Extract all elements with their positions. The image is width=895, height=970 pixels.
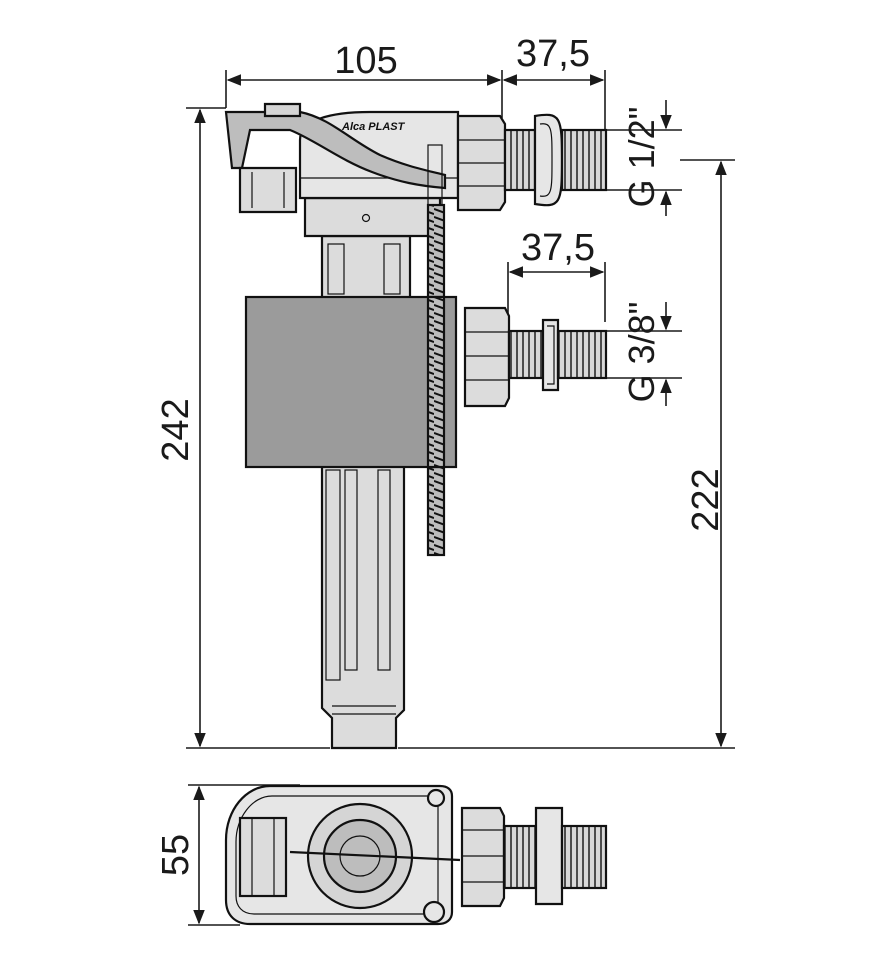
dim-height-242: 242 [155,398,197,461]
dim-width-105: 105 [334,40,397,82]
valve-top-view [224,784,608,926]
upper-inlet-fitting [456,113,608,212]
dim-height-222: 222 [685,468,727,531]
lower-inlet-fitting [463,306,608,408]
thread-label-lower: G 3/8" [621,302,662,403]
dimension-lines [186,70,735,926]
dim-offset-upper: 37,5 [516,33,590,75]
brand-label: Alca PLAST [341,121,406,133]
dim-offset-lower: 37,5 [521,227,595,269]
valve-front-view: Alca PLAST [224,102,460,750]
dim-depth-55: 55 [155,834,197,876]
thread-label-upper: G 1/2" [621,107,662,208]
